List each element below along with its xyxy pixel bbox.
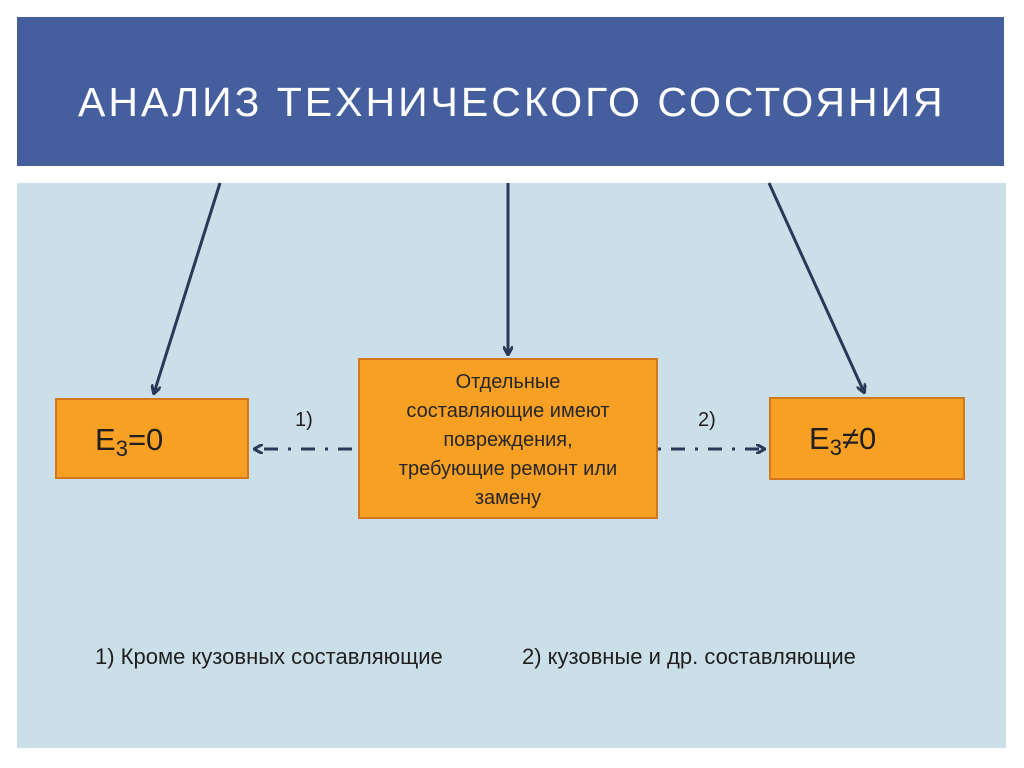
center-line-5: замену <box>474 487 542 509</box>
connector-label-1: 1) <box>295 409 313 431</box>
arrow-to-left-box <box>154 182 222 393</box>
page-title: АНАЛИЗ ТЕХНИЧЕСКОГО СОСТОЯНИЯ <box>78 79 946 125</box>
box-right-equation: E3≠0 <box>809 421 877 460</box>
center-line-4: требующие ремонт или <box>398 458 618 480</box>
arrow-to-right-box <box>767 182 864 392</box>
footnote-1: 1) Кроме кузовных составляющие <box>95 644 443 669</box>
center-line-3: повреждения, <box>443 429 573 451</box>
footnote-2: 2) кузовные и др. составляющие <box>522 644 856 669</box>
center-line-2: составляющие имеют <box>406 400 610 422</box>
box-e3-not-zero: E3≠0 <box>769 397 965 480</box>
connector-label-2: 2) <box>698 409 716 431</box>
center-line-1: Отдельные <box>455 371 561 393</box>
box-left-equation: E3=0 <box>95 422 164 461</box>
box-e3-equals-zero: E3=0 <box>55 398 249 479</box>
box-damaged-components: Отдельные составляющие имеют повреждения… <box>358 358 658 519</box>
title-bar <box>17 17 1004 166</box>
